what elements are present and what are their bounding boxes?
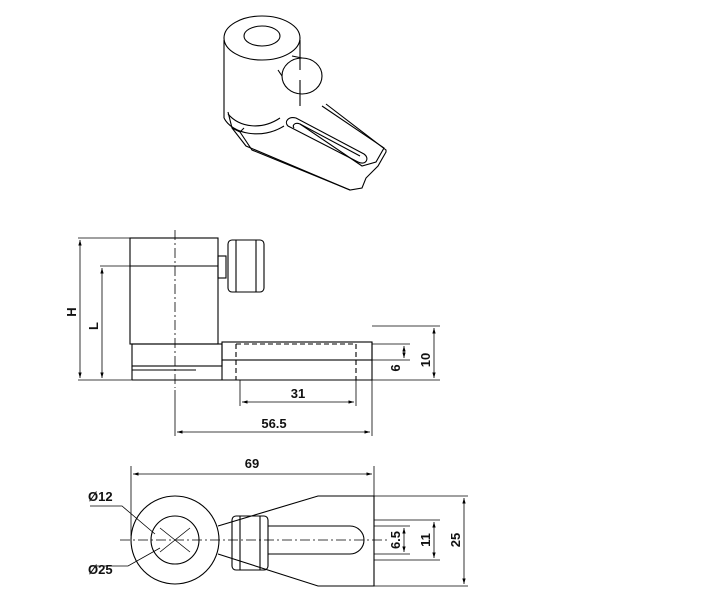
front-view <box>129 230 373 388</box>
dim-bore-diameter-label: Ø12 <box>88 489 113 504</box>
dim-height-label: H <box>64 307 79 316</box>
isometric-view <box>223 15 387 191</box>
dim-length-label: L <box>86 322 101 330</box>
front-view-dimensions <box>78 237 440 436</box>
dim-slot-depth-label: 6 <box>388 364 403 371</box>
top-view-dimensions <box>90 466 468 587</box>
dim-slot-width-label: 6.5 <box>388 531 403 549</box>
dim-slot-outer-width-label: 11 <box>418 533 433 547</box>
dim-base-thickness-label: 10 <box>418 353 433 367</box>
dim-overall-length-label: 69 <box>245 456 259 471</box>
dim-arm-length-label: 56.5 <box>261 416 286 431</box>
dim-slot-length-label: 31 <box>291 386 305 401</box>
dim-overall-width-label: 25 <box>448 533 463 547</box>
top-view <box>120 495 390 587</box>
dim-body-diameter-label: Ø25 <box>88 562 113 577</box>
